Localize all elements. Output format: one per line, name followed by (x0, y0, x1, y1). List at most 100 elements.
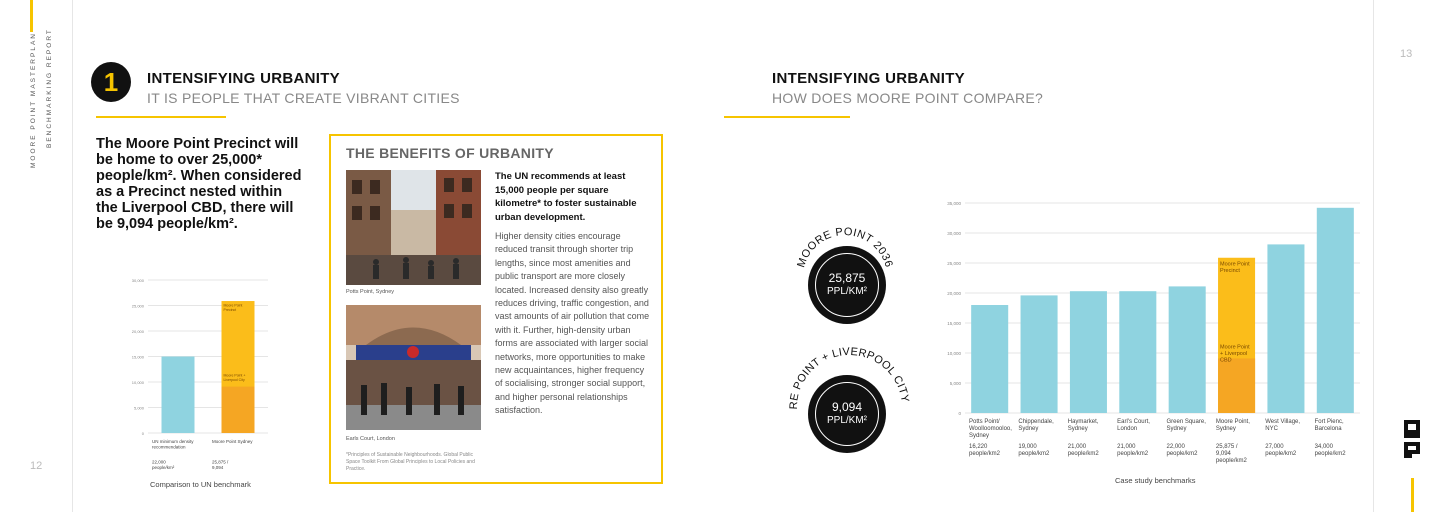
value-label: people/km2 (1315, 451, 1347, 457)
value-label: people/km2 (1117, 451, 1149, 457)
y-tick-label: 5,000 (950, 381, 962, 386)
category-label: Haymarket, (1068, 419, 1099, 425)
bar (1119, 291, 1157, 413)
category-label: Green Square, (1167, 419, 1207, 425)
bar-inner-label: Moore Point (224, 304, 243, 308)
y-tick-label: 15,000 (132, 355, 145, 360)
bar-inner-label: Moore Point (1220, 261, 1250, 267)
benefits-bold-statement: The UN recommends at least 15,000 people… (495, 171, 637, 223)
case-chart-caption: Case study benchmarks (1115, 476, 1196, 485)
value-label: people/km² (152, 465, 175, 470)
category-label: Moore Point, (1216, 419, 1250, 425)
bar (161, 356, 195, 433)
brand-logo-icon (1404, 420, 1420, 458)
value-label: 25,875 / (212, 460, 229, 465)
photo2-caption: Earls Court, London (346, 436, 395, 442)
bar-inner-label: Moore Point (1220, 344, 1250, 350)
bar (1267, 244, 1305, 413)
category-label: NYC (1265, 426, 1278, 432)
case-study-chart: 0 5,000 10,000 15,000 20,000 25,000 30,000 35,0… (947, 201, 1360, 464)
category-label: Sydney (1167, 426, 1187, 432)
category-label: Moore Point Sydney (212, 439, 253, 444)
bar (971, 305, 1009, 413)
value-label: 21,000 (1117, 444, 1136, 450)
side-title: MOORE POINT MASTERPLAN (30, 32, 37, 168)
category-label: Sydney (969, 433, 989, 439)
photo-potts-point (346, 170, 481, 285)
category-label: UN minimum density (152, 439, 194, 444)
value-label: people/km2 (1216, 458, 1248, 464)
y-tick-label: 15,000 (947, 321, 961, 326)
y-tick-label: 35,000 (947, 201, 961, 206)
bar (1020, 295, 1058, 413)
value-label: 9,094 (1216, 451, 1232, 457)
value-label: 21,000 (1068, 444, 1087, 450)
left-title: INTENSIFYING URBANITY (147, 70, 340, 87)
page-number-right: 13 (1400, 48, 1413, 60)
value-label: 22,000 (1167, 444, 1186, 450)
left-subtitle: IT IS PEOPLE THAT CREATE VIBRANT CITIES (147, 90, 460, 106)
bar-inner-label: + Liverpool (1220, 351, 1247, 357)
value-label: 27,000 (1265, 444, 1284, 450)
category-label: Fort Pienc, (1315, 419, 1344, 425)
left-margin-line (72, 0, 73, 512)
bar-inner-label: Liverpool City (224, 378, 245, 382)
circle2-unit: PPL/KM² (826, 415, 867, 426)
photo1-caption: Potts Point, Sydney (346, 289, 394, 295)
y-tick-label: 5,000 (134, 406, 145, 411)
value-label: 34,000 (1315, 444, 1334, 450)
value-label: people/km2 (1265, 451, 1297, 457)
category-label: Sydney (1068, 426, 1088, 432)
un-chart-caption: Comparison to UN benchmark (150, 480, 251, 489)
bottom-accent-bar (1411, 478, 1414, 512)
value-label: 22,000 (152, 460, 166, 465)
y-tick-label: 25,000 (947, 261, 961, 266)
category-label: Potts Point/ (969, 419, 1000, 425)
top-accent-bar (30, 0, 33, 32)
bar (1168, 286, 1206, 413)
value-label: 16,220 (969, 444, 988, 450)
bar (1069, 291, 1107, 413)
y-tick-label: 20,000 (947, 291, 961, 296)
y-tick-label: 10,000 (132, 380, 145, 385)
section-number-badge: 1 (91, 62, 131, 102)
value-label: people/km2 (1068, 451, 1100, 457)
benefits-body-text: Higher density cities encourage reduced … (495, 231, 650, 416)
y-tick-label: 25,000 (132, 304, 145, 309)
category-label: London (1117, 426, 1137, 432)
category-label: Woolloomooloo, (969, 426, 1012, 432)
y-tick-label: 10,000 (947, 351, 961, 356)
right-margin-line (1373, 0, 1374, 512)
y-tick-label: 30,000 (947, 231, 961, 236)
right-title-rule (724, 116, 850, 118)
benefits-title: THE BENEFITS OF URBANITY (346, 145, 554, 161)
category-label: recommendation (152, 445, 186, 450)
side-subtitle: BENCHMARKING REPORT (46, 28, 53, 148)
circle2-value: 9,094 (831, 400, 863, 414)
bar-inner-label: CBD (1220, 357, 1232, 363)
category-label: West Village, (1265, 419, 1300, 425)
benefits-box (329, 134, 663, 484)
benefits-footnote: *Principles of Sustainable Neighbourhood… (346, 452, 475, 472)
category-label: Chippendale, (1018, 419, 1054, 425)
bar-inner-label: Precinct (224, 308, 237, 312)
lead-paragraph: The Moore Point Precinct will be home to… (96, 136, 302, 232)
bar-highlight-lower (1218, 358, 1256, 413)
category-label: Barcelona (1315, 426, 1343, 432)
bar (1316, 207, 1354, 413)
value-label: 25,875 / (1216, 444, 1238, 450)
value-label: 9,094 (212, 465, 224, 470)
value-label: 19,000 (1018, 444, 1037, 450)
right-title: INTENSIFYING URBANITY (772, 70, 965, 87)
category-label: Sydney (1018, 426, 1038, 432)
y-tick-label: 20,000 (132, 329, 145, 334)
y-tick-label: 30,000 (132, 278, 145, 283)
left-title-rule (96, 116, 226, 118)
photo-earls-court (346, 305, 481, 430)
value-label: people/km2 (1167, 451, 1199, 457)
bar-highlight-lower (221, 386, 255, 433)
y-tick-label: 0 (958, 411, 961, 416)
